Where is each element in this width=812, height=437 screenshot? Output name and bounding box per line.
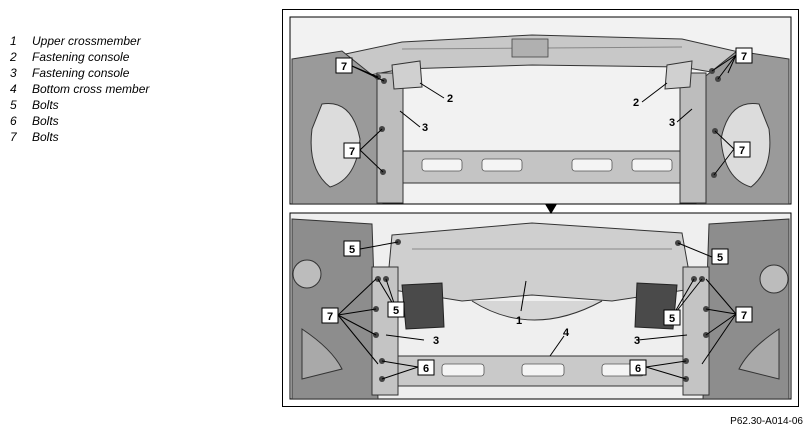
callout-2: 2 xyxy=(447,93,453,105)
svg-text:5: 5 xyxy=(393,305,399,317)
callout-7: 7 xyxy=(321,307,339,324)
callout-labels: 7 2 3 7 7 2 3 7 5 5 5 5 7 7 1 3 3 4 6 6 xyxy=(321,47,753,376)
svg-text:5: 5 xyxy=(349,244,355,256)
svg-text:7: 7 xyxy=(349,146,355,158)
legend-label: Upper crossmember xyxy=(32,34,141,48)
callout-5: 5 xyxy=(711,248,729,265)
svg-text:3: 3 xyxy=(422,122,428,134)
svg-text:1: 1 xyxy=(516,315,522,327)
svg-text:7: 7 xyxy=(741,51,747,63)
legend-item: 4 Bottom cross member xyxy=(10,81,149,97)
callout-7: 7 xyxy=(733,141,751,158)
svg-text:3: 3 xyxy=(669,117,675,129)
legend-number: 3 xyxy=(10,66,17,80)
callout-6: 6 xyxy=(417,359,435,376)
legend-number: 4 xyxy=(10,82,17,96)
legend-item: 2 Fastening console xyxy=(10,49,149,65)
legend-number: 5 xyxy=(10,98,17,112)
callout-7: 7 xyxy=(335,57,353,74)
legend-item: 3 Fastening console xyxy=(10,65,149,81)
bottom-view-drawing xyxy=(291,218,790,399)
svg-text:7: 7 xyxy=(327,311,333,323)
callout-4: 4 xyxy=(563,327,570,339)
callout-3: 3 xyxy=(433,335,439,347)
svg-text:7: 7 xyxy=(741,310,747,322)
svg-text:7: 7 xyxy=(341,61,347,73)
callout-7: 7 xyxy=(343,142,361,159)
callout-3: 3 xyxy=(634,335,640,347)
legend-number: 7 xyxy=(10,130,17,144)
callout-5: 5 xyxy=(343,240,361,257)
callout-7: 7 xyxy=(735,47,753,64)
legend-item: 1 Upper crossmember xyxy=(10,33,149,49)
callout-3: 3 xyxy=(422,122,428,134)
view-direction-arrow xyxy=(545,204,557,214)
legend-number: 1 xyxy=(10,34,17,48)
legend-label: Fastening console xyxy=(32,50,130,64)
svg-text:4: 4 xyxy=(563,327,570,339)
callout-2: 2 xyxy=(633,97,639,109)
legend-label: Bolts xyxy=(32,98,59,112)
callout-5: 5 xyxy=(387,301,405,318)
crossmember-illustration: 7 2 3 7 7 2 3 7 5 5 5 5 7 7 1 3 3 4 6 6 xyxy=(289,16,792,400)
top-leader-lines xyxy=(351,54,737,176)
callout-1: 1 xyxy=(516,315,522,327)
svg-text:5: 5 xyxy=(669,313,675,325)
figure-reference-code: P62.30-A014-06 xyxy=(730,416,803,427)
svg-text:2: 2 xyxy=(633,97,639,109)
legend-label: Bottom cross member xyxy=(32,82,150,96)
legend-item: 5 Bolts xyxy=(10,97,149,113)
legend-number: 2 xyxy=(10,50,17,64)
svg-text:3: 3 xyxy=(433,335,439,347)
svg-text:2: 2 xyxy=(447,93,453,105)
svg-text:6: 6 xyxy=(423,363,429,375)
legend-label: Bolts xyxy=(32,114,59,128)
callout-7: 7 xyxy=(735,306,753,323)
legend-item: 6 Bolts xyxy=(10,113,149,129)
legend-label: Bolts xyxy=(32,130,59,144)
svg-text:3: 3 xyxy=(634,335,640,347)
legend-item: 7 Bolts xyxy=(10,129,149,145)
legend-label: Fastening console xyxy=(32,66,130,80)
svg-text:6: 6 xyxy=(635,363,641,375)
callout-5: 5 xyxy=(663,309,681,326)
callout-3: 3 xyxy=(669,117,675,129)
legend-number: 6 xyxy=(10,114,17,128)
callout-6: 6 xyxy=(629,359,647,376)
svg-text:7: 7 xyxy=(739,145,745,157)
svg-text:5: 5 xyxy=(717,252,723,264)
